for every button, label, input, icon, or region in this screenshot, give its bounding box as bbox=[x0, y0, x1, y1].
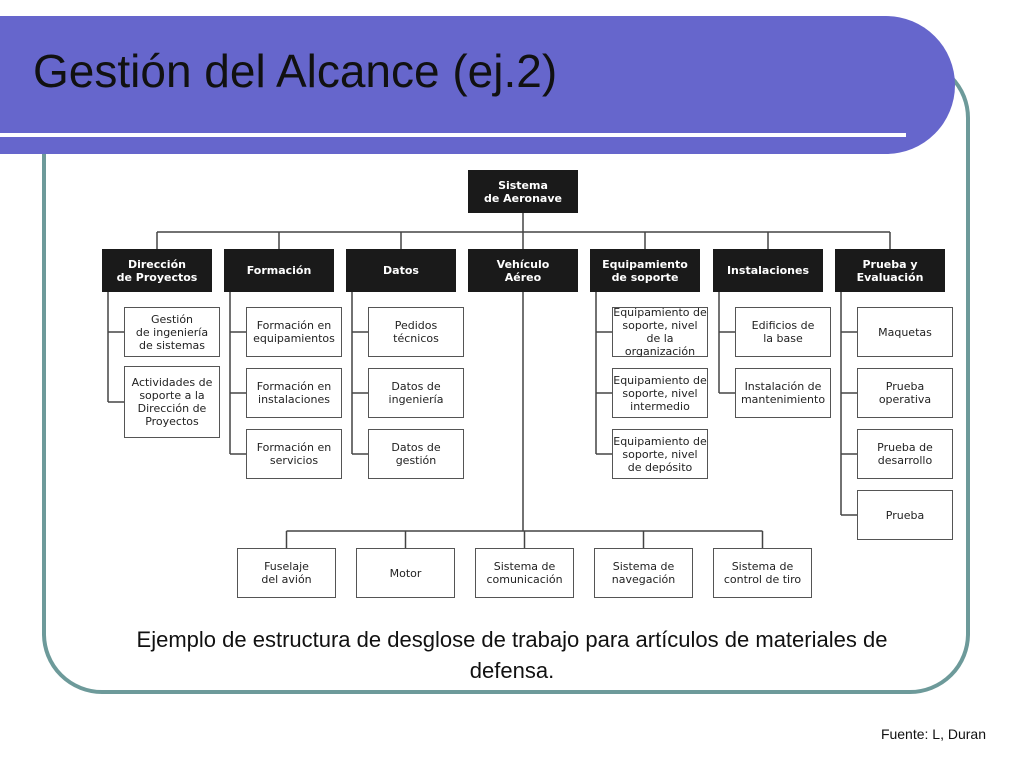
wbs-child-node-4-2: Equipamiento de soporte, nivel de depósi… bbox=[612, 429, 708, 479]
wbs-level1-node-1: Formación bbox=[224, 249, 334, 292]
slide-title: Gestión del Alcance (ej.2) bbox=[33, 45, 558, 97]
wbs-child-node-3-1: Motor bbox=[356, 548, 455, 598]
wbs-child-node-6-2: Prueba de desarrollo bbox=[857, 429, 953, 479]
wbs-connectors bbox=[107, 213, 891, 548]
wbs-child-node-3-3: Sistema de navegación bbox=[594, 548, 693, 598]
wbs-child-node-2-1: Datos de ingeniería bbox=[368, 368, 464, 418]
wbs-level1-node-3: Vehículo Aéreo bbox=[468, 249, 578, 292]
wbs-child-node-6-0: Maquetas bbox=[857, 307, 953, 357]
wbs-level1-node-5: Instalaciones bbox=[713, 249, 823, 292]
wbs-level1-node-6: Prueba y Evaluación bbox=[835, 249, 945, 292]
wbs-child-node-6-1: Prueba operativa bbox=[857, 368, 953, 418]
source-note: Fuente: L, Duran bbox=[880, 726, 986, 742]
wbs-child-node-6-3: Prueba bbox=[857, 490, 953, 540]
wbs-child-node-5-0: Edificios de la base bbox=[735, 307, 831, 357]
wbs-level1-node-2: Datos bbox=[346, 249, 456, 292]
wbs-child-node-3-2: Sistema de comunicación bbox=[475, 548, 574, 598]
wbs-child-node-0-1: Actividades de soporte a la Dirección de… bbox=[124, 366, 220, 438]
figure-caption: Ejemplo de estructura de desglose de tra… bbox=[136, 627, 888, 683]
title-bar bbox=[0, 16, 955, 154]
wbs-child-node-5-1: Instalación de mantenimiento bbox=[735, 368, 831, 418]
wbs-level1-node-0: Dirección de Proyectos bbox=[102, 249, 212, 292]
wbs-root-node: Sistema de Aeronave bbox=[468, 170, 578, 213]
wbs-child-node-2-2: Datos de gestión bbox=[368, 429, 464, 479]
wbs-child-node-1-0: Formación en equipamientos bbox=[246, 307, 342, 357]
wbs-child-node-1-1: Formación en instalaciones bbox=[246, 368, 342, 418]
title-divider bbox=[0, 133, 906, 137]
wbs-child-node-2-0: Pedidos técnicos bbox=[368, 307, 464, 357]
wbs-child-node-0-0: Gestión de ingeniería de sistemas bbox=[124, 307, 220, 357]
wbs-child-node-4-1: Equipamiento de soporte, nivel intermedi… bbox=[612, 368, 708, 418]
wbs-child-node-3-0: Fuselaje del avión bbox=[237, 548, 336, 598]
wbs-child-node-3-4: Sistema de control de tiro bbox=[713, 548, 812, 598]
wbs-child-node-4-0: Equipamiento de soporte, nivel de la org… bbox=[612, 306, 708, 358]
wbs-child-node-1-2: Formación en servicios bbox=[246, 429, 342, 479]
wbs-level1-node-4: Equipamiento de soporte bbox=[590, 249, 700, 292]
